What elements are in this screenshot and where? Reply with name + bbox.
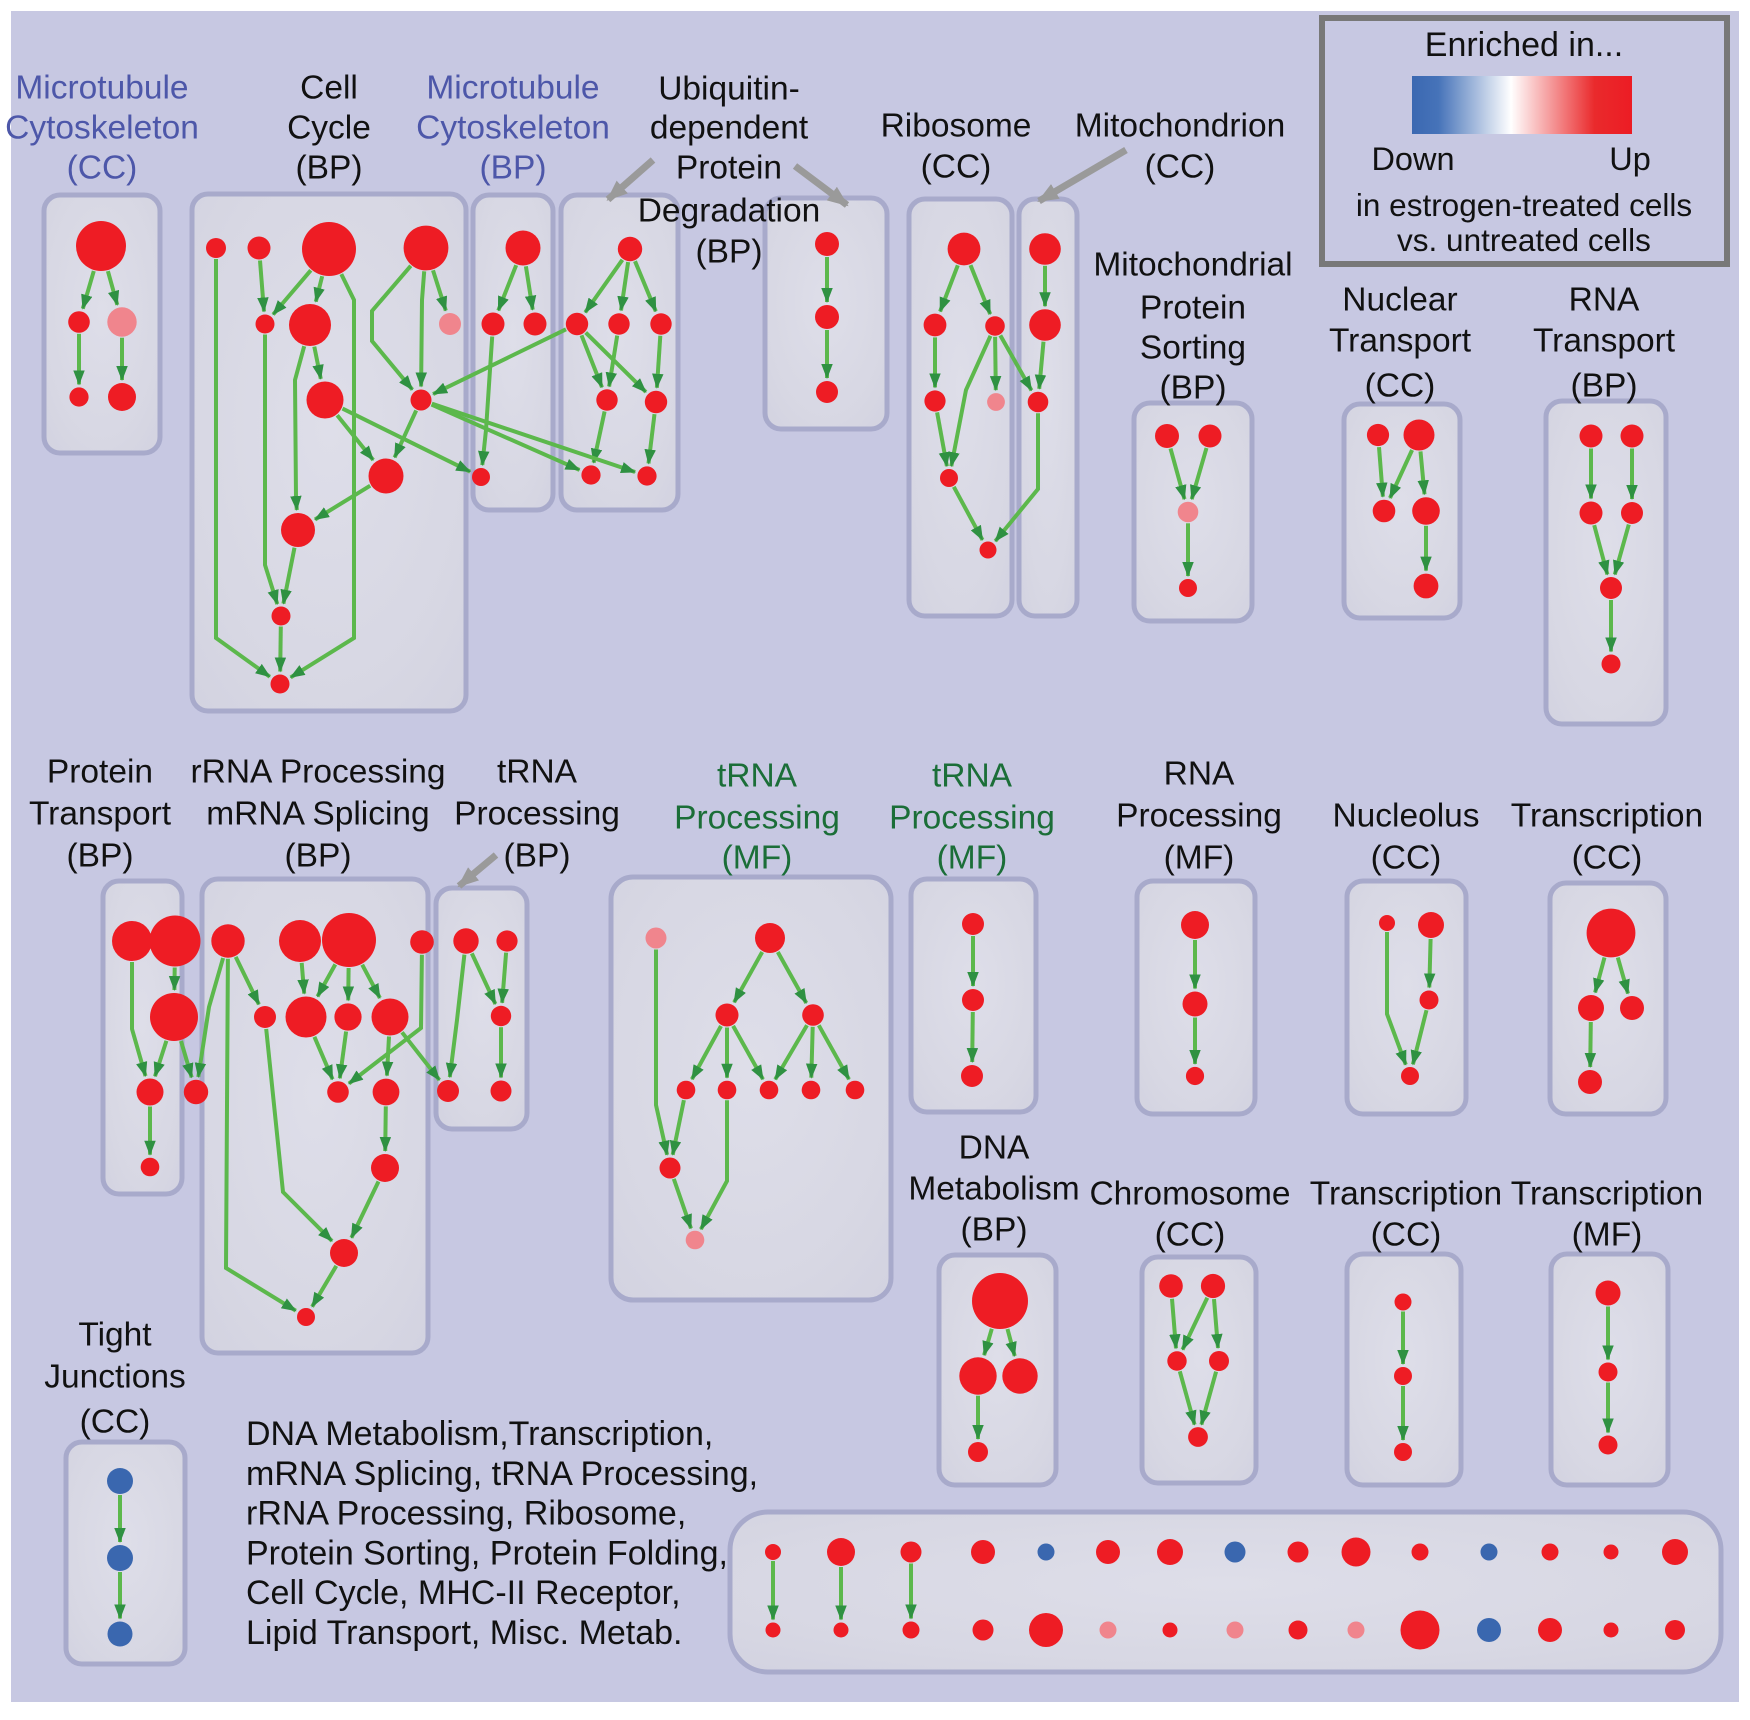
svg-text:Sorting: Sorting (1140, 330, 1246, 367)
svg-text:Transcription: Transcription (1511, 1176, 1703, 1213)
svg-text:Transport: Transport (1533, 323, 1676, 360)
svg-text:(CC): (CC) (1145, 149, 1216, 186)
svg-text:Transcription: Transcription (1511, 798, 1703, 835)
svg-text:Metabolism: Metabolism (908, 1171, 1079, 1208)
svg-text:Up: Up (1609, 141, 1651, 177)
svg-text:Tight: Tight (78, 1317, 152, 1354)
svg-text:Ribosome: Ribosome (881, 108, 1032, 145)
svg-text:dependent: dependent (650, 110, 809, 147)
svg-text:tRNA: tRNA (932, 758, 1013, 795)
svg-text:(BP): (BP) (961, 1212, 1028, 1249)
svg-text:Cell: Cell (300, 70, 358, 107)
svg-text:Processing: Processing (1116, 798, 1282, 835)
svg-text:(CC): (CC) (1572, 840, 1643, 877)
svg-text:Protein Sorting, Protein Foldi: Protein Sorting, Protein Folding, (246, 1534, 728, 1572)
svg-text:Enriched in...: Enriched in... (1425, 26, 1623, 64)
svg-text:Protein: Protein (47, 754, 153, 791)
svg-text:(MF): (MF) (1572, 1217, 1643, 1254)
svg-text:(BP): (BP) (1160, 370, 1227, 407)
svg-text:Mitochondrial: Mitochondrial (1093, 247, 1292, 284)
svg-text:(CC): (CC) (80, 1404, 151, 1441)
svg-text:mRNA Splicing: mRNA Splicing (206, 796, 429, 833)
svg-text:Nuclear: Nuclear (1342, 282, 1457, 319)
svg-text:Nucleolus: Nucleolus (1332, 798, 1479, 835)
svg-text:DNA Metabolism,Transcription,: DNA Metabolism,Transcription, (246, 1415, 713, 1453)
svg-text:(BP): (BP) (296, 150, 363, 187)
svg-text:(MF): (MF) (1164, 840, 1235, 877)
svg-text:Mitochondrion: Mitochondrion (1075, 108, 1285, 145)
svg-text:in estrogen-treated cells: in estrogen-treated cells (1356, 187, 1692, 223)
svg-text:Cell Cycle, MHC-II Receptor,: Cell Cycle, MHC-II Receptor, (246, 1574, 681, 1612)
svg-text:Chromosome: Chromosome (1089, 1176, 1290, 1213)
svg-text:(CC): (CC) (1371, 1217, 1442, 1254)
svg-text:Protein: Protein (676, 150, 782, 187)
svg-text:(BP): (BP) (696, 234, 763, 271)
svg-text:Processing: Processing (674, 800, 840, 837)
svg-text:tRNA: tRNA (497, 754, 578, 791)
svg-text:rRNA Processing, Ribosome,: rRNA Processing, Ribosome, (246, 1495, 686, 1533)
svg-text:rRNA Processing: rRNA Processing (190, 754, 445, 791)
svg-text:RNA: RNA (1164, 756, 1235, 793)
svg-text:Junctions: Junctions (44, 1359, 186, 1396)
svg-text:(BP): (BP) (1571, 368, 1638, 405)
svg-text:Transcription: Transcription (1310, 1176, 1502, 1213)
svg-text:Down: Down (1371, 141, 1454, 177)
svg-text:(BP): (BP) (67, 838, 134, 875)
svg-text:tRNA: tRNA (717, 758, 798, 795)
svg-text:Microtubule: Microtubule (426, 70, 599, 107)
svg-text:Degradation: Degradation (638, 193, 821, 230)
svg-text:Transport: Transport (1329, 323, 1472, 360)
svg-text:(MF): (MF) (722, 840, 793, 877)
svg-text:(CC): (CC) (921, 149, 992, 186)
svg-text:vs. untreated cells: vs. untreated cells (1397, 222, 1651, 258)
svg-text:(CC): (CC) (1155, 1217, 1226, 1254)
svg-text:Processing: Processing (454, 796, 620, 833)
svg-text:(CC): (CC) (1365, 368, 1436, 405)
svg-text:Protein: Protein (1140, 290, 1246, 327)
svg-text:(CC): (CC) (67, 150, 138, 187)
svg-text:(BP): (BP) (480, 150, 547, 187)
svg-text:Transport: Transport (29, 796, 172, 833)
svg-text:(CC): (CC) (1371, 840, 1442, 877)
svg-text:(MF): (MF) (937, 840, 1008, 877)
svg-text:Cytoskeleton: Cytoskeleton (5, 110, 199, 147)
svg-text:Ubiquitin-: Ubiquitin- (658, 71, 800, 108)
svg-text:mRNA Splicing, tRNA Processing: mRNA Splicing, tRNA Processing, (246, 1455, 758, 1493)
svg-text:Cycle: Cycle (287, 110, 371, 147)
svg-text:DNA: DNA (959, 1130, 1030, 1167)
svg-text:(BP): (BP) (504, 838, 571, 875)
svg-text:Processing: Processing (889, 800, 1055, 837)
svg-text:RNA: RNA (1569, 282, 1640, 319)
svg-text:Cytoskeleton: Cytoskeleton (416, 110, 610, 147)
svg-text:Microtubule: Microtubule (15, 70, 188, 107)
svg-text:Lipid Transport, Misc. Metab.: Lipid Transport, Misc. Metab. (246, 1614, 683, 1652)
svg-text:(BP): (BP) (285, 838, 352, 875)
